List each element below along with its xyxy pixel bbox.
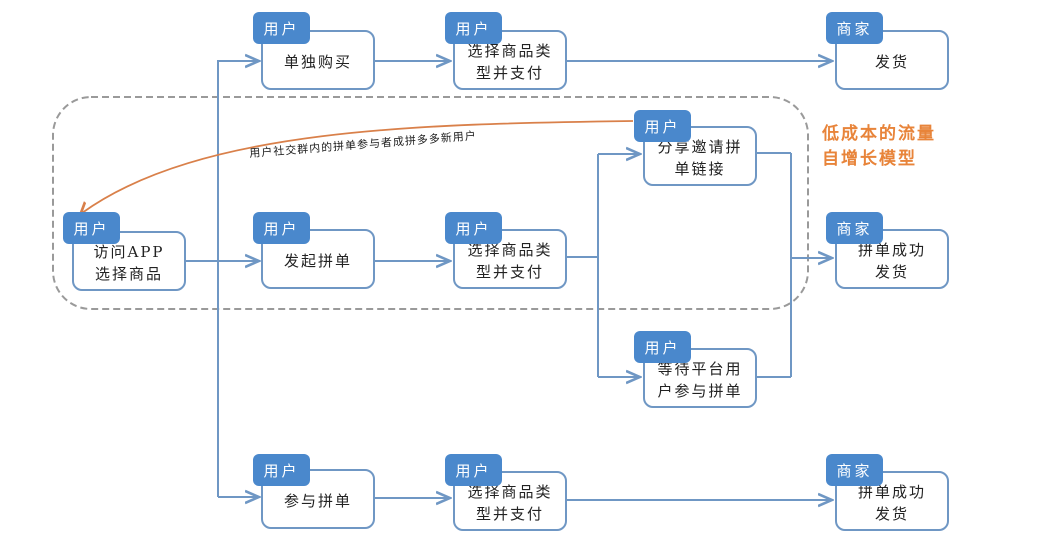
role-tag-user: 用户	[634, 331, 691, 363]
role-tag-user: 用户	[445, 212, 502, 244]
role-tag-user: 用户	[253, 212, 310, 244]
role-tag-merchant: 商家	[826, 212, 883, 244]
node-text-line1: 拼单成功	[857, 483, 926, 501]
node-text-line1: 发货	[874, 53, 909, 71]
callout-line-1: 低成本的流量	[822, 124, 936, 144]
node-text-line2: 型并支付	[475, 64, 544, 82]
node-text-line1: 选择商品类	[467, 241, 553, 259]
node-text-line1: 拼单成功	[857, 241, 926, 259]
node-text-line1: 参与拼单	[283, 492, 352, 510]
node-text-line1: 等待平台用	[657, 360, 743, 378]
node-text-line2: 发货	[874, 505, 909, 523]
role-tag-user: 用户	[445, 12, 502, 44]
feedback-arrow	[82, 120, 634, 213]
node-text-line2: 选择商品	[94, 265, 163, 283]
node-text-line2: 型并支付	[475, 505, 544, 523]
role-tag-user: 用户	[253, 454, 310, 486]
role-tag-user: 用户	[445, 454, 502, 486]
node-text-line2: 户参与拼单	[657, 382, 743, 400]
node-text-line1: 选择商品类	[467, 42, 553, 60]
node-text-line1: 访问APP	[93, 243, 165, 261]
node-visit-app[interactable]: 访问APP 选择商品	[72, 231, 186, 291]
growth-model-dashed-group	[52, 96, 809, 310]
node-text-line2: 型并支付	[475, 263, 544, 281]
role-tag-merchant: 商家	[826, 454, 883, 486]
node-text-line1: 发起拼单	[283, 252, 352, 270]
node-text-line1: 选择商品类	[467, 483, 553, 501]
node-text-line1: 单独购买	[283, 53, 352, 71]
callout-line-2: 自增长模型	[822, 149, 917, 169]
growth-model-callout: 低成本的流量 自增长模型	[822, 122, 936, 172]
role-tag-merchant: 商家	[826, 12, 883, 44]
node-text-line2: 发货	[874, 263, 909, 281]
role-tag-user: 用户	[634, 110, 691, 142]
node-text-line2: 单链接	[674, 160, 726, 178]
node-text-line1: 分享邀请拼	[657, 138, 743, 156]
role-tag-user: 用户	[63, 212, 120, 244]
node-wait-platform[interactable]: 等待平台用户参与拼单	[643, 348, 757, 408]
node-pay-group[interactable]: 选择商品类型并支付	[453, 229, 567, 289]
role-tag-user: 用户	[253, 12, 310, 44]
